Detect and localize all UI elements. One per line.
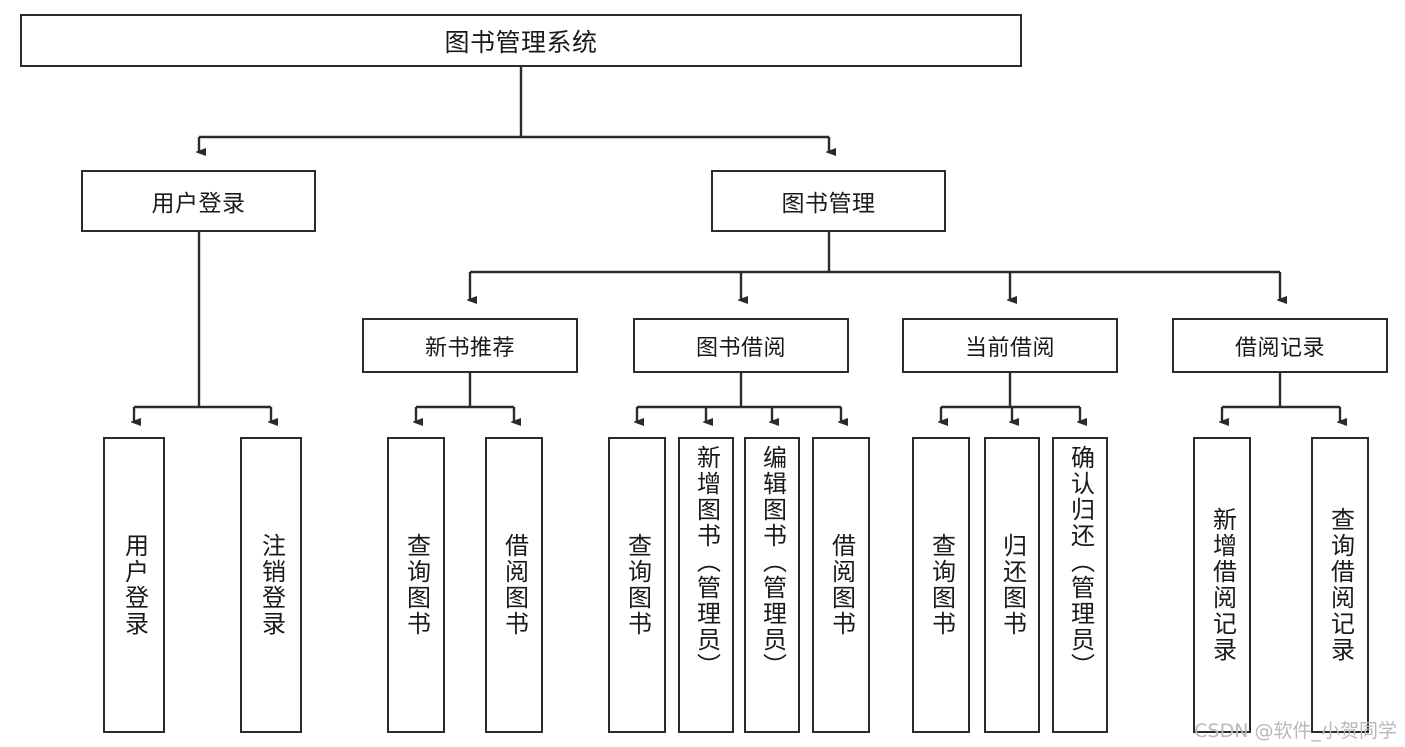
node-label: 图书管理系统	[444, 27, 598, 57]
node-label: 注销登录	[257, 533, 286, 637]
node-label: 新增图书（管理员）	[692, 445, 721, 679]
node-label: 查询图书	[402, 533, 431, 637]
node-user-login-do[interactable]: 用户登录	[103, 437, 165, 733]
node-edit-book[interactable]: 编辑图书（管理员）	[744, 437, 800, 733]
node-label: 查询图书	[623, 533, 652, 637]
node-new-book-recommend[interactable]: 新书推荐	[362, 318, 578, 373]
node-confirm-return[interactable]: 确认归还（管理员）	[1052, 437, 1108, 733]
node-label: 归还图书	[998, 533, 1027, 637]
node-query-book-1[interactable]: 查询图书	[387, 437, 445, 733]
node-borrow-book-2[interactable]: 借阅图书	[812, 437, 870, 733]
node-label: 当前借阅	[964, 335, 1055, 361]
watermark-text: CSDN @软件_小贺同学	[1194, 720, 1397, 742]
node-add-book[interactable]: 新增图书（管理员）	[678, 437, 734, 733]
node-book-borrow[interactable]: 图书借阅	[633, 318, 849, 373]
node-query-borrow-record[interactable]: 查询借阅记录	[1311, 437, 1369, 733]
node-current-borrow[interactable]: 当前借阅	[902, 318, 1118, 373]
node-label: 用户登录	[120, 533, 149, 637]
node-add-borrow-record[interactable]: 新增借阅记录	[1193, 437, 1251, 733]
node-label: 查询借阅记录	[1326, 507, 1355, 663]
node-label: 借阅图书	[827, 533, 856, 637]
node-book-manage[interactable]: 图书管理	[711, 170, 946, 232]
node-return-book[interactable]: 归还图书	[984, 437, 1040, 733]
node-label: 编辑图书（管理员）	[758, 445, 787, 679]
node-label: 借阅图书	[500, 533, 529, 637]
node-user-logout[interactable]: 注销登录	[240, 437, 302, 733]
node-label: 借阅记录	[1234, 335, 1325, 361]
node-borrow-book-1[interactable]: 借阅图书	[485, 437, 543, 733]
node-query-book-3[interactable]: 查询图书	[912, 437, 970, 733]
node-label: 查询图书	[927, 533, 956, 637]
node-label: 图书管理	[781, 191, 876, 217]
node-query-book-2[interactable]: 查询图书	[608, 437, 666, 733]
node-root-system[interactable]: 图书管理系统	[20, 14, 1022, 67]
node-borrow-records[interactable]: 借阅记录	[1172, 318, 1388, 373]
node-label: 用户登录	[151, 191, 246, 217]
node-label: 新增借阅记录	[1208, 507, 1237, 663]
node-user-login[interactable]: 用户登录	[81, 170, 316, 232]
node-label: 确认归还（管理员）	[1066, 445, 1095, 679]
node-label: 图书借阅	[695, 335, 786, 361]
node-label: 新书推荐	[424, 335, 515, 361]
